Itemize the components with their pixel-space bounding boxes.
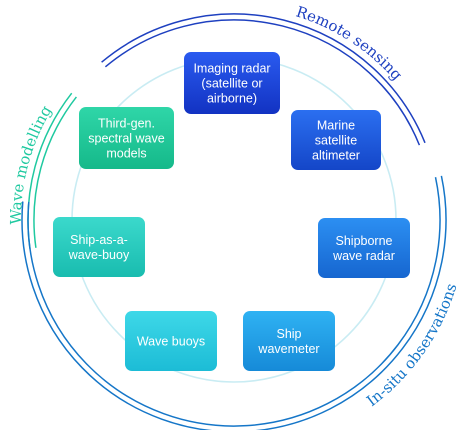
node-box-ship-wavemeter <box>243 311 335 371</box>
node-label-line: satellite <box>315 134 357 148</box>
node-wave-buoys: Wave buoys <box>125 311 217 371</box>
node-box-wave-buoys <box>125 311 217 371</box>
node-label-line: airborne) <box>207 92 257 106</box>
node-box-marine-satellite-altimeter <box>291 110 381 170</box>
node-box-ship-as-a-wave-buoy <box>53 217 145 277</box>
node-label-line: Third-gen. <box>98 117 155 131</box>
remote-sensing-arc-outer <box>101 13 426 144</box>
node-label-line: Ship-as-a- <box>70 233 128 247</box>
node-label-line: wavemeter <box>257 342 319 356</box>
node-label-line: Wave buoys <box>137 335 205 349</box>
node-label-ship-as-a-wave-buoy: Ship-as-a-wave-buoy <box>68 233 130 262</box>
wave-modelling-label: Wave modelling <box>7 102 56 225</box>
node-label-line: spectral wave <box>88 132 164 146</box>
node-label-line: models <box>106 147 146 161</box>
node-label-line: Ship <box>276 327 301 341</box>
node-label-line: altimeter <box>312 149 360 163</box>
node-label-line: wave-buoy <box>68 248 130 262</box>
node-label-line: wave radar <box>332 249 395 263</box>
remote-sensing-label: Remote sensing <box>294 3 406 85</box>
node-label-line: Shipborne <box>336 234 393 248</box>
remote-sensing-arc-inner <box>104 19 421 146</box>
in-situ-observations-label: In-situ observations <box>363 281 460 410</box>
in-situ-arc-outer <box>21 175 447 430</box>
node-ship-as-a-wave-buoy: Ship-as-a-wave-buoy <box>53 217 145 277</box>
node-label-line: Imaging radar <box>193 62 270 76</box>
node-label-line: Marine <box>317 119 355 133</box>
wave-modelling-arc-inner <box>33 96 77 248</box>
node-box-third-gen-spectral-wave-models <box>79 107 174 169</box>
in-situ-arc-inner <box>27 177 441 427</box>
node-label-line: (satellite or <box>201 77 262 91</box>
node-box-imaging-radar <box>184 52 280 114</box>
node-label-wave-buoys: Wave buoys <box>137 335 205 349</box>
node-box-shipborne-wave-radar <box>318 218 410 278</box>
